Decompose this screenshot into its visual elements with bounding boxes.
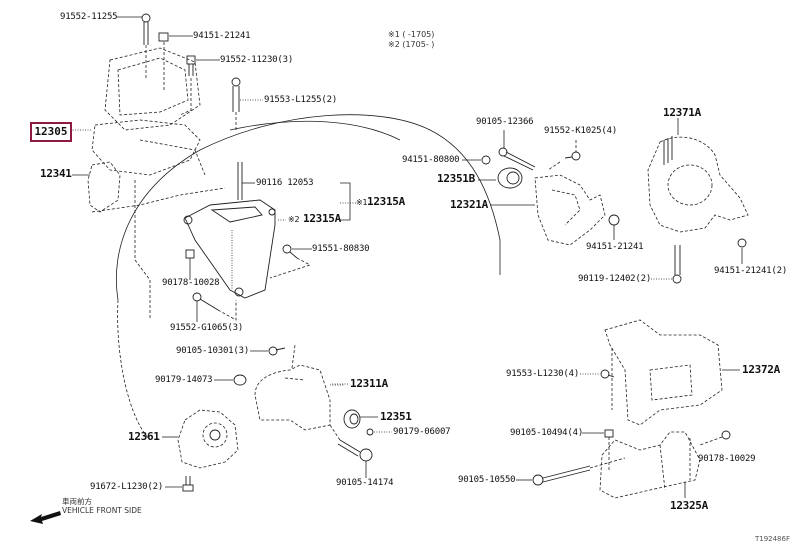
bolt-91553-L1230 (600, 369, 615, 379)
bolt-91672-L1230 (182, 476, 194, 492)
part-label-91552-11230[interactable]: 91552-11230(3) (220, 55, 294, 65)
nut-94151-21241-c (737, 238, 747, 264)
bolt-91552-11255 (141, 13, 151, 80)
bolt-91551-80830 (269, 244, 312, 279)
bolt-90105-12366 (498, 130, 536, 171)
bushing-12351 (343, 409, 361, 429)
part-label-91552-11255[interactable]: 91552-11255 (60, 12, 118, 22)
part-label-12351[interactable]: 12351 (380, 410, 412, 423)
engine-outline-lower (117, 299, 151, 441)
part-label-90105-10494[interactable]: 90105-10494(4) (510, 428, 584, 438)
part-label-90119-12402[interactable]: 90119-12402(2) (578, 274, 652, 284)
nut-94151-21241-a (158, 32, 169, 90)
bracket-12315A-drawing (183, 162, 276, 299)
part-label-12351B[interactable]: 12351B (437, 172, 475, 185)
bolt-91552-11230 (179, 55, 196, 116)
drawing-code: T192486F (754, 535, 790, 543)
bolt-90105-14174 (329, 424, 373, 478)
nut-90179-14073 (233, 374, 247, 386)
mount-12305-drawing (91, 47, 206, 176)
vehicle-front-jp: 車両前方 (62, 497, 92, 506)
part-label-91672-L1230[interactable]: 91672-L1230(2) (90, 482, 164, 492)
part-label-94151-21241-a[interactable]: 94151-21241 (193, 31, 251, 41)
bracket-12325A-drawing (599, 431, 701, 499)
part-label-12325A[interactable]: 12325A (670, 499, 708, 512)
bolt-91552-K1025 (547, 140, 581, 171)
part-label-94151-21241-c[interactable]: 94151-21241(2) (714, 266, 788, 276)
part-label-12315A-2[interactable]: 12315A (303, 212, 341, 225)
part-12341-drawing (87, 161, 226, 320)
part-label-91553-L1230[interactable]: 91553-L1230(4) (506, 369, 580, 379)
note-1: ※1 ( -1705) (388, 30, 435, 39)
arrow-left-icon (30, 511, 61, 524)
part-label-90178-10029[interactable]: 90178-10029 (698, 454, 756, 464)
part-label-90105-10301[interactable]: 90105-10301(3) (176, 346, 250, 356)
part-label-94151-21241-b[interactable]: 94151-21241 (586, 242, 644, 252)
part-label-12341[interactable]: 12341 (40, 167, 72, 180)
vehicle-front-label: 車両前方 VEHICLE FRONT SIDE (62, 497, 142, 515)
part-label-12321A[interactable]: 12321A (450, 198, 488, 211)
part-label-12305-highlighted[interactable]: 12305 (30, 122, 72, 142)
part-label-12361[interactable]: 12361 (128, 430, 160, 443)
part-label-91552-G1065[interactable]: 91552-G1065(3) (170, 323, 244, 333)
bracket-12372A-drawing (604, 319, 723, 426)
bolt-90105-10494 (604, 429, 614, 470)
part-label-90116-12053[interactable]: 90116 12053 (256, 178, 314, 188)
bushing-12351B (497, 167, 523, 189)
engine-outline-top (229, 120, 401, 141)
nut-90178-10029 (699, 430, 731, 446)
nut-94151-80800 (481, 155, 491, 165)
part-label-91553-L1255[interactable]: 91553-L1255(2) (264, 95, 338, 105)
bolt-90105-10550 (532, 457, 626, 486)
part-label-12315A-1[interactable]: 12315A (367, 195, 405, 208)
part-label-90105-10550[interactable]: 90105-10550 (458, 475, 516, 485)
part-label-91552-K1025[interactable]: 91552-K1025(4) (544, 126, 618, 136)
part-label-90105-14174[interactable]: 90105-14174 (336, 478, 394, 488)
note-mark-2: ※2 (288, 215, 300, 224)
part-label-12371A[interactable]: 12371A (663, 106, 701, 119)
part-label-90105-12366[interactable]: 90105-12366 (476, 117, 534, 127)
mount-12371A-drawing (647, 118, 749, 233)
bracket-12311A-drawing (254, 344, 345, 431)
bracket-12321A-drawing (534, 174, 606, 246)
nut-94151-21241-b (608, 214, 620, 240)
bolt-91553-L1255 (231, 77, 241, 130)
part-label-94151-80800[interactable]: 94151-80800 (402, 155, 460, 165)
bolt-90105-10301 (268, 346, 286, 356)
vehicle-front-en: VEHICLE FRONT SIDE (62, 506, 142, 515)
part-label-90179-14073[interactable]: 90179-14073 (155, 375, 213, 385)
nut-90178-10028 (185, 249, 195, 280)
part-label-90179-06007[interactable]: 90179-06007 (393, 427, 451, 437)
note-2: ※2 (1705- ) (388, 40, 435, 49)
note-mark-1: ※1 (356, 198, 368, 207)
engine-outline (115, 114, 501, 301)
mount-12361-drawing (177, 409, 239, 469)
part-label-12311A[interactable]: 12311A (350, 377, 388, 390)
bolt-91552-G1065 (192, 292, 237, 322)
part-label-90178-10028[interactable]: 90178-10028 (162, 278, 220, 288)
part-label-91551-80830[interactable]: 91551-80830 (312, 244, 370, 254)
bolt-90119-12402 (672, 245, 682, 284)
part-label-12372A[interactable]: 12372A (742, 363, 780, 376)
nut-90179-06007 (366, 428, 374, 436)
